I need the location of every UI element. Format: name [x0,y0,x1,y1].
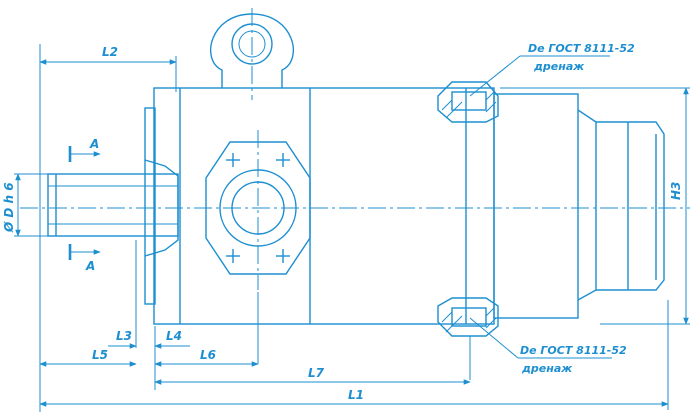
label-l1: L1 [348,388,364,402]
label-port-bottom-spec: De ГОСТ 8111-52 [520,344,627,357]
label-l5: L5 [92,348,108,362]
section-mark-top [68,146,101,162]
label-l2: L2 [102,45,118,59]
label-port-bottom-name: дренаж [521,362,573,375]
label-shaft-diameter: Ø D h 6 [2,182,16,233]
label-l3: L3 [116,329,132,343]
drain-port-top [437,81,499,123]
bolt-mark [276,249,290,263]
label-section-a-top: A [89,137,99,151]
leader-bottom-port [469,317,519,359]
section-mark-bottom [68,244,101,260]
leader-top-port [469,55,521,97]
label-l6: L6 [200,348,216,362]
bolt-mark [226,249,240,263]
label-port-top-name: дренаж [533,60,585,73]
bolt-mark [276,153,290,167]
label-h3: H3 [669,182,683,200]
drain-port-bottom [437,297,499,337]
housing-outline [144,87,665,325]
label-l4: L4 [166,329,182,343]
bolt-mark [226,153,240,167]
label-l7: L7 [308,366,325,380]
label-section-a-bottom: A [85,259,95,273]
label-port-top-spec: De ГОСТ 8111-52 [528,42,635,55]
lifting-eye [209,8,295,100]
